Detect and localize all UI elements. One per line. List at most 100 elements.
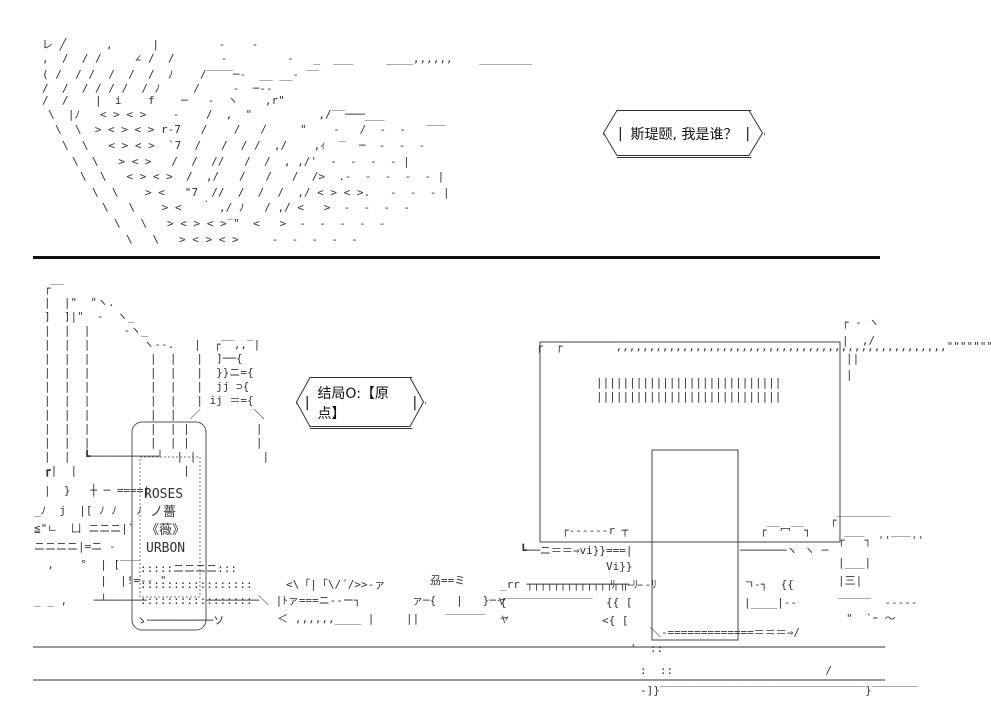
sign-right-text: 刕==ミ [430, 574, 465, 587]
left-pipes-art: ┌‾‾ | |" "ヽ. ] ]|" ‐ ヽ_ | | | ‐ヽ_ | | | … [34, 282, 269, 607]
svg-text:|: | [846, 368, 853, 381]
svg-text:レ ╱ , | -: レ ╱ , | - - [42, 37, 258, 51]
svg-text:ﾘ ┌‐‐: ﾘ ┌‐‐ [610, 578, 642, 591]
svg-text:────────: ──────── [205, 594, 259, 607]
bottle-label-urbon: URBON [146, 541, 185, 556]
svg-text:| | | | | |: | | | | | | | [44, 422, 263, 435]
bubble-bar-right: | [743, 126, 752, 142]
monitor-art: ┌ ┌‾‾‾‾‾‾‾‾,,,,,,,,,,,,,,,,,,,,,,,,,,,,,… [520, 340, 991, 697]
top-panel: レ ╱ , | - - , / / / ∠ / / ‐ ‐ _ ___ ____… [0, 0, 991, 255]
bottle-art: ROSES ノ薔 《薇》 URBON :::::ニニニニ::: ::::::::… [131, 421, 253, 631]
svg-text:||||||||||||||||||||||||||||: |||||||||||||||||||||||||||| [596, 376, 781, 389]
svg-text:ニニニニ|=ニ -: ニニニニ|=ニ - [34, 540, 116, 553]
svg-text:\ \ < > < > / ,/ / /: \ \ < > < > / ,/ / / / /> .- - - - - | [80, 170, 444, 183]
svg-text:||||||||||||||||||||||||||||: |||||||||||||||||||||||||||| [596, 390, 781, 403]
svg-text:/ / | i f ─ - ヽ: / / | i f ─ - ヽ ,r" [42, 94, 285, 107]
svg-text:( / / / / / / ﾉ /‾‾‾‾─: ( / / / / / / ﾉ /‾‾‾‾─- __ __‐ ‾‾ [42, 68, 319, 81]
svg-text:\ \ > < > < >‾" < > -: \ \ > < > < >‾" < > - - - - - [114, 217, 386, 230]
right-shelf-art: ┌ ‐ ヽ | ,/ || | ┌‾‾‾‾‾‾‾‾ ┌‾‾‾┐ ''‾‾‾'' … [830, 316, 924, 625]
svg-text:┗──ニ＝＝⇒vi}}===|: ┗──ニ＝＝⇒vi}}===| [520, 543, 632, 557]
bubble-outline-bottom [296, 377, 424, 427]
svg-text:┌‾‾‾┐ ''‾‾‾'': ┌‾‾‾┐ ''‾‾‾'' [838, 534, 924, 547]
svg-text:| |" "ヽ.: | |" "ヽ. [44, 296, 115, 309]
svg-text::::::::::::::::::: ::::::::::::::::: [140, 578, 253, 591]
svg-text:\ \ > < ｀ ,/ ﾉ / ,/ <: \ \ > < ｀ ,/ ﾉ / ,/ < > - - - - [102, 199, 410, 214]
svg-text:_rr ┬┬┬┬┬┬┬┬┬┬┬┬┬┬┬‐ﾘ‐‐ﾘ: _rr ┬┬┬┬┬┬┬┬┬┬┬┬┬┬┬‐ﾘ‐‐ﾘ [500, 578, 657, 591]
svg-text:\ \ > < "7 // / / /: \ \ > < "7 // / / / ,/ < > < >. - - - | [92, 186, 450, 199]
svg-text:| | | | | | ]──{: | | | | | | ]──{ [44, 352, 243, 365]
bottle-label-roses: ROSES [144, 487, 183, 502]
svg-text:| | | ‐ヽ_: | | | ‐ヽ_ [44, 324, 148, 337]
svg-text:" `ｰ ～: " `ｰ ～ [846, 612, 896, 625]
svg-text:| | | | | ／: | | | | | ／ ＼ [44, 408, 265, 421]
svg-text:||: || [846, 352, 859, 365]
svg-text:| ,/: | ,/ [842, 334, 875, 347]
svg-text:| | | | | | ij ＝=: | | | | | | ij ＝={ [44, 394, 254, 407]
svg-text:ㄱ‐┐ {{: ㄱ‐┐ {{ [744, 578, 794, 591]
svg-text:|三|: |三| [838, 574, 862, 587]
svg-text:, / / / ∠ / / ‐: , / / / ∠ / / ‐ ‐ _ ___ ____,,,,,, _____… [42, 52, 532, 65]
svg-text:| | | | | |: | | | | | | | [44, 436, 263, 449]
svg-text:] ]|" ‐ ヽ_: ] ]|" ‐ ヽ_ [44, 310, 135, 323]
svg-text:┌‾‾‾‾‾‾‾‾: ┌‾‾‾‾‾‾‾‾ [830, 514, 890, 527]
svg-text:┌‐‐‐‐‐‐r ┬: ┌‐‐‐‐‐‐r ┬ [562, 524, 629, 537]
svg-text:\ \ > < > < > - - -: \ \ > < > < > - - - - - [126, 233, 358, 246]
hand-art: レ ╱ , | - - , / / / ∠ / / ‐ ‐ _ ___ ____… [42, 37, 532, 246]
svg-text:| | | | | | }}ニ=: | | | | | | }}ニ={ [44, 366, 254, 379]
svg-text:\ |ﾉ < > < > - / ,: \ |ﾉ < > < > - / , " ,/‾‾───___ [48, 108, 385, 121]
speech-text-top: 斯瑅颐, 我是谁？ [630, 127, 738, 143]
bottle-label-line3: 《薇》 [146, 523, 185, 538]
svg-text:＜ ,,,,,,____ |: ＜ ,,,,,,____ | [264, 612, 374, 625]
speech-bubble-top: | 斯瑅颐, 我是谁？ | [603, 110, 765, 158]
svg-text:| |!=-- ": | |!=-- " [34, 574, 166, 587]
svg-text:<{ [: <{ [ [602, 614, 629, 627]
svg-text:ァ─{ | }─ャ: ァ─{ | }─ャ [412, 594, 507, 607]
speech-text-bottom: 结局O:【原点】 [317, 386, 389, 422]
svg-text:＼ |ﾄァ===ニ--ー┐: ＼ |ﾄァ===ニ--ー┐ [258, 594, 360, 607]
svg-text::::::ニニニニ:::: :::::ニニニニ::: [140, 562, 237, 575]
svg-text:, ° | [‾‾‾: , ° | [‾‾‾ [34, 558, 140, 571]
svg-text:\ \ > < > / / // / /: \ \ > < > / / // / / , ,/' - - - - | [72, 155, 410, 168]
svg-text:┏| | |: ┏| | | [44, 464, 190, 477]
svg-text:{‾‾‾‾‾‾‾‾‾‾‾‾‾ {{ [: {‾‾‾‾‾‾‾‾‾‾‾‾‾ {{ [ [500, 596, 632, 609]
svg-text:┌‾‾: ┌‾‾ [44, 282, 64, 295]
svg-text:┌‾‾冖‾‾┐: ┌‾‾冖‾‾┐ [760, 524, 811, 537]
svg-text:‾‾‾‾‾ ‐‐‐‐‐: ‾‾‾‾‾ ‐‐‐‐‐ [838, 596, 917, 609]
svg-text::::::::::::::::::: ::::::::::::::::: [140, 594, 253, 607]
middle-objects-art: <\「|「\/´/>>-ァ ＼ |ﾄァ===ニ--ー┐ ＜ ,,,,,,____… [258, 574, 657, 625]
sign-left-text: <\「|「\/´/>>-ァ [286, 578, 385, 591]
panel-divider [33, 256, 880, 259]
bottom-ascii-art: ┌‾‾ | |" "ヽ. ] ]|" ‐ ヽ_ | | | ‐ヽ_ | | | … [33, 282, 991, 697]
svg-text:┌ ‐ ヽ: ┌ ‐ ヽ [842, 316, 880, 329]
svg-text:┌ ┌‾‾‾‾‾‾‾‾,,,,,,,,,,,,,,,,,,: ┌ ┌‾‾‾‾‾‾‾‾,,,,,,,,,,,,,,,,,,,,,,,,,,,,,… [536, 340, 991, 353]
bubble-bar-left-bottom: | [303, 395, 312, 411]
svg-text:‐]}‾‾‾‾‾‾‾‾‾‾‾‾‾‾‾‾‾‾‾‾‾‾‾‾‾‾‾: ‐]}‾‾‾‾‾‾‾‾‾‾‾‾‾‾‾‾‾‾‾‾‾‾‾‾‾‾‾‾‾‾‾}‾‾‾‾‾… [640, 684, 919, 697]
bottle-label-line2: ノ薔 [150, 505, 176, 520]
svg-text:\ \ < > < > `7 / / / /: \ \ < > < > `7 / / / / ,/ ,ｨ ‾ ─ - - - [62, 139, 425, 152]
svg-text:| | | | | | jj ⊃: | | | | | | jj ⊃{ [44, 380, 249, 393]
svg-text:ゝ──────────ソ: ゝ──────────ソ [136, 614, 224, 627]
svg-text:＼-=============＝＝＝⇒/: ＼-=============＝＝＝⇒/ [650, 626, 800, 639]
svg-text:| } ┼ ─ ====|: | } ┼ ─ ====| [44, 483, 150, 497]
bubble-bar-right-bottom: | [410, 395, 419, 411]
svg-text:: :: /: : :: / [640, 664, 832, 677]
bubble-outline-top [603, 110, 763, 156]
svg-text:≦"ㄴ ㄩ ニニニ|`: ≦"ㄴ ㄩ ニニニ|` [34, 522, 134, 535]
svg-text:Vi}}: Vi}} [606, 560, 633, 573]
svg-text:|| ‾‾‾‾‾‾ ャ: || ‾‾‾‾‾‾ ャ [406, 612, 510, 625]
svg-text:\ \ > < > < > r-7 / /: \ \ > < > < > r-7 / / / " ‐ / - - ‾‾‾ [55, 123, 446, 136]
bubble-bar-left: | [616, 126, 625, 142]
svg-text:| | | ヽ--. | ┌‾‾,,: | | | ヽ--. | ┌‾‾,,‾| [44, 338, 260, 351]
speech-bubble-bottom: | 结局O:【原点】 | [296, 377, 426, 429]
svg-text:_ﾉ j |[ ﾉ ﾉ ﾉ: _ﾉ j |[ ﾉ ﾉ ﾉ [34, 504, 142, 517]
table-art: ──────── [33, 594, 885, 681]
svg-text:───────ヽ ヽ ─: ───────ヽ ヽ ─ [739, 544, 829, 557]
svg-text:|___|: |___| [838, 556, 871, 569]
bottom-panel: ┌‾‾ | |" "ヽ. ] ]|" ‐ ヽ_ | | | ‐ヽ_ | | | … [0, 262, 991, 712]
svg-text:|____|‐‐: |____|‐‐ [744, 596, 797, 609]
svg-text:_ _ , ─┴──────: _ _ , ─┴────── [34, 593, 147, 607]
svg-text:/ / / / / / / ﾉ / -: / / / / / / / ﾉ / - ─-- [42, 82, 273, 95]
top-ascii-art: レ ╱ , | - - , / / / ∠ / / ‐ ‐ _ ___ ____… [42, 37, 532, 246]
svg-text:' ::: ' :: [630, 642, 663, 655]
svg-text:| | ┗──────────┘ | |: | | ┗──────────┘ | | | [44, 449, 269, 463]
